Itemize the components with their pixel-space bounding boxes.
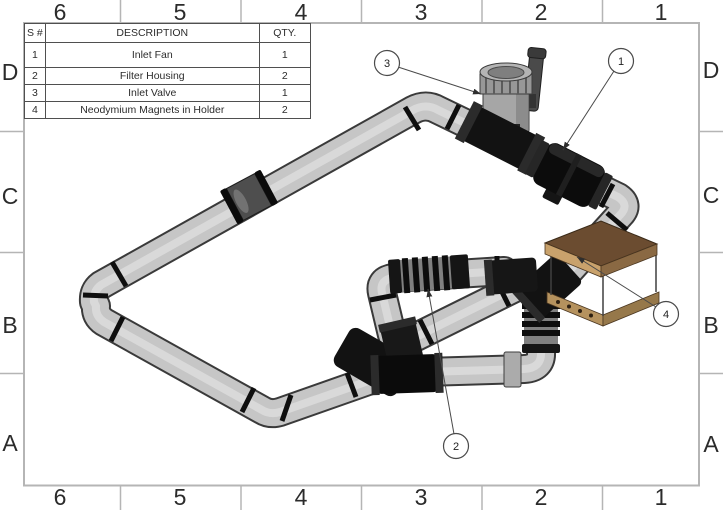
balloon-3-number: 3 bbox=[384, 58, 390, 70]
bom-row-3-item: 3 bbox=[24, 84, 46, 102]
bom-row-1-qty: 1 bbox=[258, 42, 311, 68]
bom-header-qty: QTY. bbox=[258, 23, 311, 43]
zone-col-bottom-4: 4 bbox=[295, 484, 308, 510]
pipe-coupling bbox=[220, 170, 278, 224]
magnet-tee bbox=[483, 254, 582, 324]
bom-row-2: 2 Filter Housing 2 bbox=[24, 67, 311, 85]
bom-row-1-item: 1 bbox=[24, 42, 46, 68]
zone-row-right-c: C bbox=[703, 182, 720, 208]
balloon-1-number: 1 bbox=[618, 56, 624, 68]
balloon-4: 4 bbox=[652, 300, 680, 328]
bom-row-2-qty: 2 bbox=[258, 67, 311, 85]
zone-row-right-d: D bbox=[703, 57, 720, 83]
zone-col-bottom-1: 1 bbox=[655, 484, 668, 510]
zone-row-right-b: B bbox=[703, 312, 718, 338]
bom-header-row: S # DESCRIPTION QTY. bbox=[24, 23, 311, 43]
leader-3 bbox=[397, 66, 482, 95]
zone-col-top-1: 1 bbox=[655, 0, 668, 25]
bom-row-4: 4 Neodymium Magnets in Holder 2 bbox=[24, 101, 311, 119]
leader-2 bbox=[426, 288, 455, 435]
zone-col-bottom-3: 3 bbox=[415, 484, 428, 510]
zone-col-bottom-6: 6 bbox=[54, 484, 67, 510]
zone-col-bottom-5: 5 bbox=[174, 484, 187, 510]
balloon-2-number: 2 bbox=[453, 441, 459, 453]
leader-1 bbox=[562, 70, 615, 151]
zone-col-top-3: 3 bbox=[415, 0, 428, 25]
zone-col-top-6: 6 bbox=[54, 0, 67, 25]
zone-col-top-2: 2 bbox=[535, 0, 548, 25]
bom-header-item: S # bbox=[24, 23, 46, 43]
balloon-3: 3 bbox=[373, 49, 401, 77]
bom-header-description: DESCRIPTION bbox=[44, 23, 260, 43]
bom-row-1: 1 Inlet Fan 1 bbox=[24, 42, 311, 68]
bom-row-3-description: Inlet Valve bbox=[44, 84, 260, 102]
zone-row-left-a: A bbox=[2, 430, 18, 456]
balloon-4-number: 4 bbox=[663, 309, 669, 321]
bom-row-4-item: 4 bbox=[24, 101, 46, 119]
bom-row-3: 3 Inlet Valve 1 bbox=[24, 84, 311, 102]
balloon-1: 1 bbox=[607, 47, 635, 75]
bom-row-3-qty: 1 bbox=[258, 84, 311, 102]
filter-housing-1 bbox=[388, 254, 470, 294]
bom-row-1-description: Inlet Fan bbox=[44, 42, 260, 68]
bom-row-2-description: Filter Housing bbox=[44, 67, 260, 85]
zone-row-left-b: B bbox=[2, 312, 17, 338]
inlet-fan bbox=[525, 140, 613, 210]
callouts: 3 1 4 2 bbox=[373, 47, 680, 460]
leader-4 bbox=[576, 256, 657, 308]
zone-col-bottom-2: 2 bbox=[535, 484, 548, 510]
zone-row-right-a: A bbox=[703, 431, 719, 457]
bom-row-4-description: Neodymium Magnets in Holder bbox=[44, 101, 260, 119]
pipe-sleeve bbox=[503, 351, 522, 388]
bom-table: S # DESCRIPTION QTY. 1 Inlet Fan 1 2 Fil… bbox=[24, 23, 311, 119]
zone-col-top-5: 5 bbox=[174, 0, 187, 25]
bom-row-4-qty: 2 bbox=[258, 101, 311, 119]
bom-row-2-item: 2 bbox=[24, 67, 46, 85]
piping-assembly bbox=[83, 47, 660, 421]
balloon-2: 2 bbox=[442, 432, 470, 460]
zone-row-left-d: D bbox=[2, 59, 19, 85]
zone-col-top-4: 4 bbox=[295, 0, 308, 25]
valve-tee bbox=[454, 101, 546, 175]
zone-row-left-c: C bbox=[2, 183, 19, 209]
